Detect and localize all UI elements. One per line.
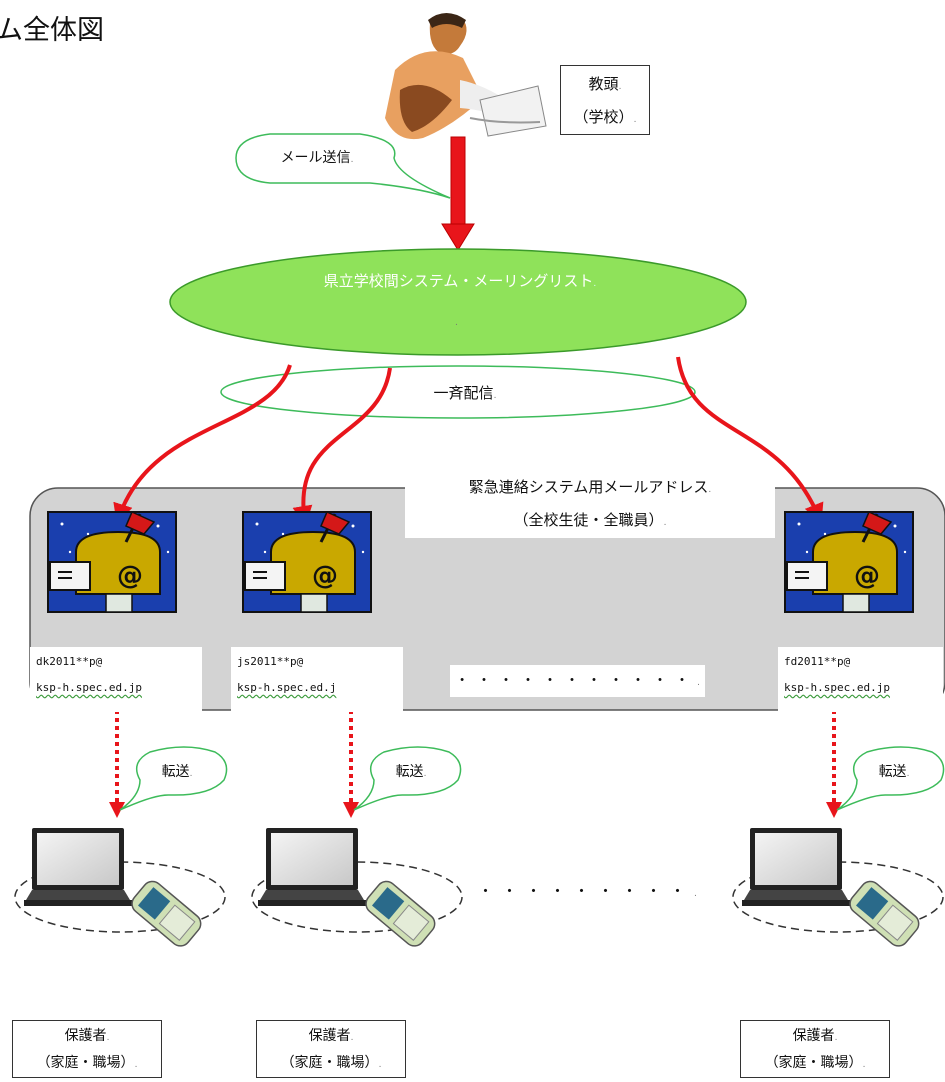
distribute-arrow-3	[676, 356, 824, 524]
forward-label-1: 転送.	[161, 764, 193, 780]
address-domain: ksp-h.spec.ed.jp	[784, 681, 890, 694]
system-address-label: 緊急連絡システム用メールアドレス. （全校生徒・全職員）.	[405, 472, 775, 538]
distribute-arrow-2	[292, 367, 392, 526]
mailing-list-mark: .	[455, 318, 458, 328]
guardian-place: （家庭・職場）	[36, 1055, 135, 1071]
laptop-icon	[742, 828, 850, 906]
mail-send-callout	[235, 133, 451, 199]
address-card-3: fd2011**p@ ksp-h.spec.ed.jp	[778, 647, 943, 712]
laptop-icon	[24, 828, 132, 906]
forward-arrowhead-1	[109, 802, 125, 818]
guardian-place: （家庭・職場）	[280, 1055, 379, 1071]
guardian-title: 保護者	[64, 1028, 107, 1044]
cellphone-icon	[849, 880, 920, 947]
sender-role: 教頭	[588, 75, 619, 93]
laptop-icon	[258, 828, 366, 906]
address-domain: ksp-h.spec.ed.jp	[36, 681, 142, 694]
middle-dots: ・・・・・・・・・・・	[455, 673, 698, 689]
forward-label-2: 転送.	[395, 764, 427, 780]
system-address-title: 緊急連絡システム用メールアドレス	[468, 478, 709, 496]
mailbox-icon: @	[242, 511, 372, 613]
forward-arrowhead-2	[343, 802, 359, 818]
system-address-scope: （全校生徒・全職員）	[513, 511, 664, 529]
send-arrow-shaft	[450, 136, 466, 228]
teacher-icon	[385, 13, 547, 140]
cellphone-icon	[131, 880, 202, 947]
address-card-2: js2011**p@ ksp-h.spec.ed.j	[231, 647, 403, 712]
broadcast-ellipse	[220, 365, 696, 419]
forward-callout-1	[119, 746, 228, 811]
forward-arrowhead-3	[826, 802, 842, 818]
mailing-list-label: 県立学校間システム・メーリングリスト	[323, 272, 594, 290]
page-title: ム全体図	[0, 15, 104, 46]
mailing-list-label-wrap: 県立学校間システム・メーリングリスト.	[323, 272, 597, 290]
guardian-box-3: 保護者. （家庭・職場）.	[740, 1020, 890, 1078]
broadcast-label: 一斉配信	[433, 384, 494, 402]
sender-box: 教頭. （学校）.	[560, 65, 650, 135]
forward-label-3: 転送.	[878, 764, 910, 780]
device-group-ellipse-2	[251, 861, 463, 933]
svg-text:@: @	[117, 561, 143, 591]
mail-send-label-wrap: メール送信.	[280, 150, 354, 166]
address-card-1: dk2011**p@ ksp-h.spec.ed.jp	[30, 647, 202, 712]
forward-text: 転送	[878, 764, 907, 780]
forward-callout-3	[836, 746, 945, 811]
guardian-box-1: 保護者. （家庭・職場）.	[12, 1020, 162, 1078]
bottom-dots: ・・・・・・・・・	[478, 882, 695, 900]
guardian-title: 保護者	[792, 1028, 835, 1044]
broadcast-label-wrap: 一斉配信.	[433, 384, 497, 402]
mailbox-icon: @	[47, 511, 177, 613]
guardian-title: 保護者	[308, 1028, 351, 1044]
device-group-ellipse-3	[732, 861, 944, 933]
mailbox-icon: @	[784, 511, 914, 613]
device-group-ellipse-1	[14, 861, 226, 933]
forward-callout-2	[353, 746, 462, 811]
cellphone-icon	[365, 880, 436, 947]
mailing-list-ellipse	[169, 248, 747, 356]
mail-send-label: メール送信	[280, 150, 351, 166]
address-user: dk2011**p@	[36, 655, 103, 668]
guardian-place: （家庭・職場）	[764, 1055, 863, 1071]
sender-location: （学校）	[573, 108, 634, 126]
address-domain: ksp-h.spec.ed.j	[237, 681, 337, 694]
forward-text: 転送	[395, 764, 424, 780]
guardian-box-2: 保護者. （家庭・職場）.	[256, 1020, 406, 1078]
svg-text:@: @	[854, 561, 880, 591]
svg-text:@: @	[312, 561, 338, 591]
send-arrow-head	[441, 223, 475, 251]
bottom-ellipsis: ・・・・・・・・・.	[478, 882, 697, 900]
distribute-arrow-1	[113, 364, 292, 524]
address-user: fd2011**p@	[784, 655, 851, 668]
forward-text: 転送	[161, 764, 190, 780]
middle-ellipsis: ・・・・・・・・・・・.	[450, 665, 705, 697]
address-user: js2011**p@	[237, 655, 304, 668]
